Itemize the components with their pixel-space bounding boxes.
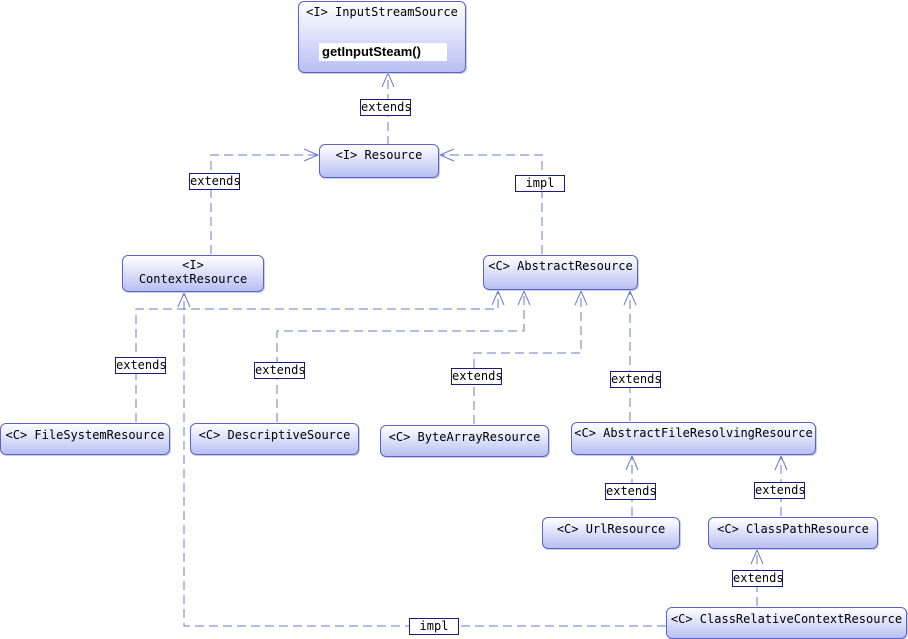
node-title: <I> InputStreamSource: [306, 5, 458, 19]
arrowhead-abstract-resource-3: [574, 289, 588, 306]
arrowhead-abstract-resource-2: [517, 289, 531, 306]
edge-label-extends: extends: [732, 570, 784, 587]
edge-byte-array-abstract-resource: [473, 291, 582, 424]
node-descriptive-source[interactable]: <C> DescriptiveSource: [190, 423, 359, 455]
arrowhead-resource-left: [303, 148, 320, 162]
edge-label-extends: extends: [451, 368, 503, 385]
arrowhead-abstract-resource-1: [491, 289, 505, 306]
node-url-resource[interactable]: <C> UrlResource: [542, 517, 680, 549]
edge-label-impl: impl: [409, 618, 459, 635]
edge-class-relative-context-resource: [183, 293, 666, 627]
node-resource[interactable]: <I> Resource: [319, 144, 439, 178]
arrowhead-input-stream-source: [381, 71, 395, 88]
edge-label-extends: extends: [360, 99, 412, 116]
arrowhead-abstract-file-resolving-2: [774, 454, 788, 471]
node-title: <C> ClassPathResource: [717, 522, 869, 536]
arrowhead-class-path-resource: [750, 548, 764, 565]
arrowhead-resource-right: [438, 148, 455, 162]
node-abstract-resource[interactable]: <C> AbstractResource: [483, 255, 638, 290]
node-class-path-resource[interactable]: <C> ClassPathResource: [708, 517, 878, 549]
node-title: <C> ByteArrayResource: [388, 430, 541, 444]
method-get-input-steam: getInputSteam(): [319, 43, 447, 61]
edge-file-system-abstract-resource: [135, 291, 499, 422]
edge-label-extends: extends: [754, 482, 806, 499]
edge-label-extends: extends: [189, 173, 241, 190]
node-title: <C> AbstractFileResolvingResource: [574, 426, 813, 440]
edge-label-extends: extends: [115, 357, 167, 374]
edge-abstract-resource-resource: [440, 154, 543, 254]
node-file-system-resource[interactable]: <C> FileSystemResource: [0, 423, 170, 455]
arrowhead-abstract-resource-4: [623, 289, 637, 306]
node-title: <C> ClassRelativeContextResource: [670, 612, 903, 626]
node-abstract-file-resolving-resource[interactable]: <C> AbstractFileResolvingResource: [571, 422, 816, 455]
node-title: <I> Resource: [335, 148, 423, 162]
node-title-line1: <I>: [182, 258, 204, 272]
node-class-relative-context-resource[interactable]: <C> ClassRelativeContextResource: [666, 607, 907, 639]
edge-label-extends: extends: [610, 371, 662, 388]
node-title: <C> DescriptiveSource: [198, 428, 351, 442]
edge-label-extends: extends: [605, 483, 657, 500]
node-byte-array-resource[interactable]: <C> ByteArrayResource: [380, 425, 549, 457]
node-title-line2: ContextResource: [138, 272, 248, 286]
edge-descriptive-source-abstract-resource: [276, 291, 525, 422]
node-title: <C> UrlResource: [556, 522, 666, 536]
node-title: <C> AbstractResource: [488, 259, 633, 273]
node-title: <C> FileSystemResource: [5, 428, 165, 442]
edge-context-resource-resource: [210, 154, 318, 254]
node-input-stream-source[interactable]: <I> InputStreamSource getInputSteam(): [298, 1, 466, 73]
arrowhead-abstract-file-resolving-1: [625, 454, 639, 471]
edge-label-extends: extends: [254, 362, 306, 379]
arrowhead-context-resource: [177, 291, 191, 308]
node-context-resource[interactable]: <I> ContextResource: [122, 255, 264, 292]
edge-label-impl: impl: [515, 175, 565, 192]
